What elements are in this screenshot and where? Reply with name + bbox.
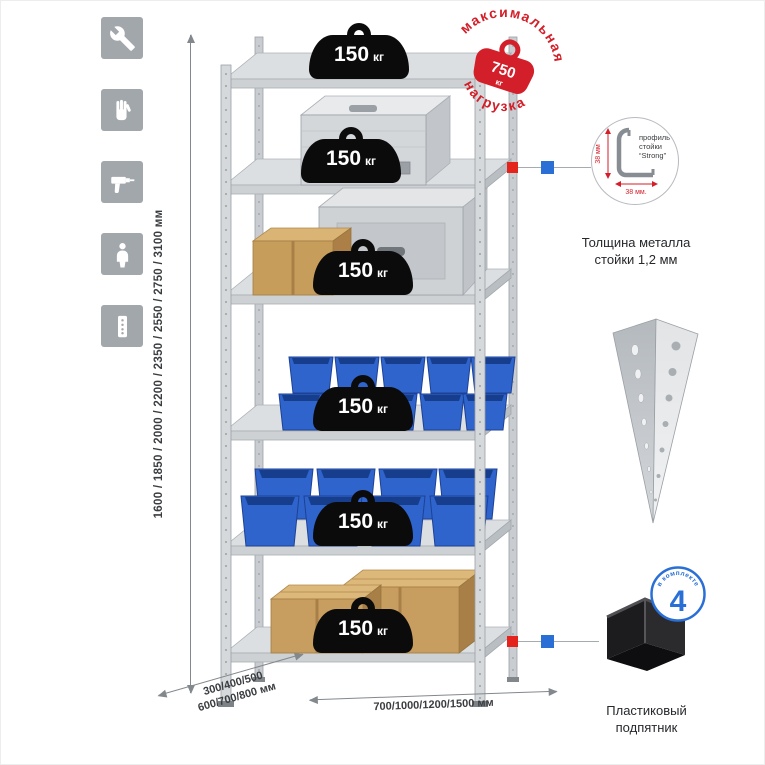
shelf-load-unit: кг [377,266,389,280]
height-dimension-label: 1600 / 1850 / 2000 / 2200 / 2350 / 2550 … [153,209,165,519]
stamp-weight-icon [473,39,535,94]
shelf-load-value: 150 [337,617,374,640]
perforated-post-render [612,318,699,524]
shelf-load-unit: кг [365,154,377,168]
shelf-load-value: 150 [325,147,362,170]
horizontal-dim-label: 38 мм. [625,189,646,196]
shelf-load-unit: кг [377,517,389,531]
profile-label-3: “Strong” [639,151,667,160]
profile-label-1: профиль [639,133,670,142]
stamp-weight-value: 750 [489,58,518,82]
foot-caption: Пластиковый подпятник [606,703,687,735]
vertical-dimension-arrow [605,128,611,179]
profile-label-2: стойки [639,142,662,151]
shelf-load-unit: кг [377,402,389,416]
shelf-load-unit: кг [377,624,389,638]
shelf-load-value: 150 [337,510,374,533]
wrench-icon [101,17,143,59]
profile-marker-red [507,162,518,173]
shelf-load-value: 150 [337,259,374,282]
profile-detail-callout: 38 мм 38 мм. профиль стойки “Strong” [591,117,679,205]
kit-count-badge: в комплекте 4 [650,566,706,622]
foot-marker-blue [541,635,554,648]
height-dimension-line [186,34,195,694]
foot-marker-red [507,636,518,647]
angle-profile-drawing [616,127,655,178]
horizontal-dimension-arrow [615,181,658,187]
shelf-load-value: 150 [333,43,370,66]
shelf-load-value: 150 [337,395,374,418]
kit-badge-number: 4 [670,585,687,618]
drill-icon [101,161,143,203]
plastic-foot-render [606,597,686,671]
vertical-dim-label: 38 мм [595,144,602,164]
profile-marker-blue [541,161,554,174]
post-slots [631,344,653,495]
work-gloves-icon [101,89,143,131]
person-icon [101,233,143,275]
profile-caption: Толщина металла стойки 1,2 мм [581,235,691,267]
perforated-post-icon [101,305,143,347]
stamp-weight-unit: кг [494,77,504,88]
foot-connector-line [513,641,599,642]
shelf-load-unit: кг [373,50,385,64]
post-holes [654,341,681,502]
